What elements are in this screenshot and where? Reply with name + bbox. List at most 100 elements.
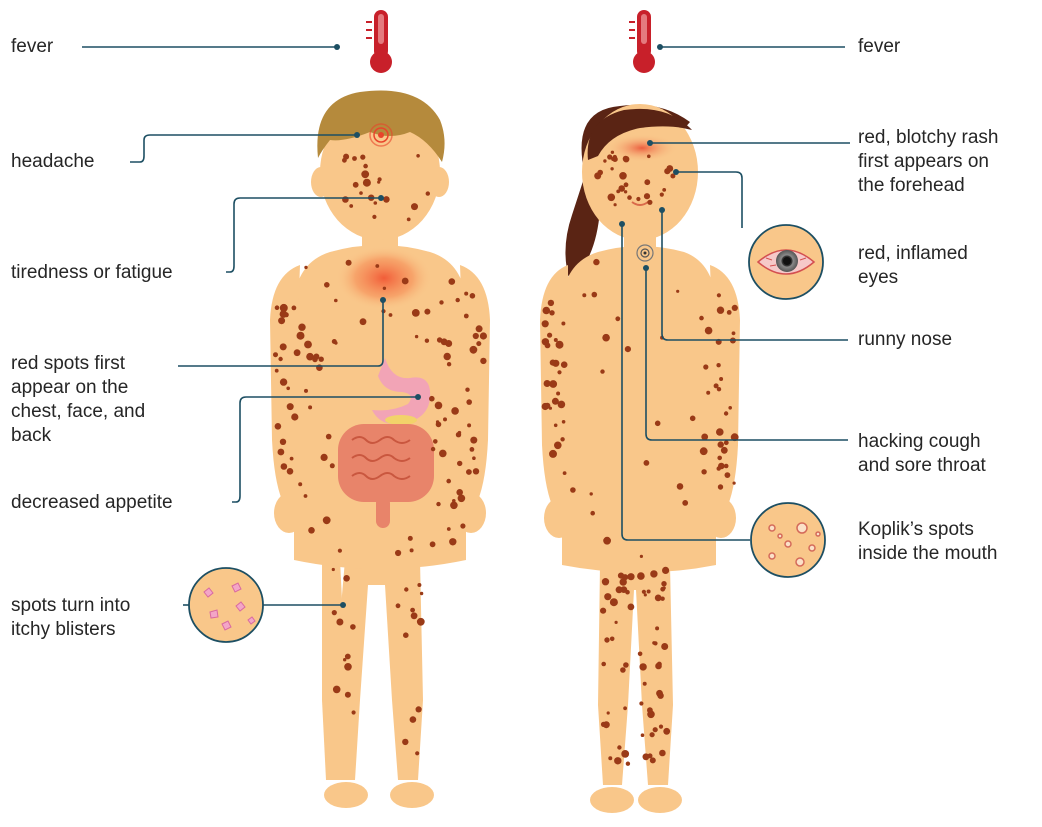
rash-spot — [650, 732, 655, 737]
rash-spot — [724, 440, 729, 445]
rash-spot — [411, 612, 418, 619]
girl-figure — [540, 104, 740, 813]
rash-spot — [549, 450, 557, 458]
rash-spot — [661, 581, 666, 586]
thermometer-icon — [629, 10, 655, 73]
rash-spot — [472, 456, 476, 460]
rash-spot — [412, 309, 420, 317]
rash-spot — [450, 502, 458, 510]
rash-spot — [345, 692, 351, 698]
rash-spot — [383, 287, 386, 290]
rash-spot — [308, 405, 312, 409]
rash-spot — [395, 550, 401, 556]
rash-spot — [460, 523, 465, 528]
label-cough: hacking cough and sore throat — [858, 430, 986, 478]
rash-spot — [718, 441, 724, 447]
rash-spot — [677, 483, 684, 490]
rash-spot — [452, 499, 456, 503]
rash-spot — [425, 339, 429, 343]
rash-spot — [655, 421, 661, 427]
rash-spot — [435, 402, 443, 410]
rash-spot — [727, 310, 732, 315]
rash-spot — [480, 358, 486, 364]
rash-spot — [732, 305, 738, 311]
rash-spot — [287, 468, 294, 475]
rash-spot — [363, 179, 371, 187]
rash-spot — [700, 447, 708, 455]
rash-spot — [278, 317, 285, 324]
rash-spot — [625, 346, 631, 352]
rash-spot — [389, 313, 393, 317]
rash-spot — [313, 354, 319, 360]
rash-spot — [319, 357, 324, 362]
rash-spot — [466, 399, 472, 405]
rash-spot — [470, 447, 475, 452]
rash-spot — [657, 662, 662, 667]
rash-spot — [308, 527, 315, 534]
rash-spot — [321, 454, 328, 461]
rash-spot — [544, 380, 551, 387]
rash-spot — [408, 536, 413, 541]
eye-icon — [749, 225, 823, 299]
rash-spot — [682, 500, 688, 506]
rash-spot — [615, 621, 618, 624]
rash-spot — [607, 711, 610, 714]
rash-spot — [624, 182, 629, 187]
rash-spot — [662, 188, 666, 192]
rash-spot — [457, 461, 462, 466]
rash-spot — [447, 362, 451, 366]
rash-spot — [298, 482, 302, 486]
rash-spot — [411, 203, 418, 210]
rash-spot — [556, 341, 564, 349]
thermometer-icon — [366, 10, 392, 73]
rash-spot — [666, 165, 673, 172]
rash-spot — [659, 750, 666, 757]
rash-spot — [624, 190, 627, 193]
rash-spot — [554, 338, 558, 342]
label-red-spots: red spots first appear on the chest, fac… — [11, 352, 145, 448]
rash-spot — [556, 392, 560, 396]
rash-spot — [415, 335, 418, 338]
rash-spot — [278, 449, 285, 456]
rash-spot — [655, 626, 659, 630]
rash-spot — [640, 555, 643, 558]
rash-spot — [467, 423, 471, 427]
rash-spot — [298, 324, 305, 331]
rash-spot — [617, 745, 621, 749]
rash-spot — [353, 182, 359, 188]
rash-spot — [470, 293, 476, 299]
rash-spot — [623, 706, 627, 710]
rash-spot — [619, 172, 627, 180]
rash-spot — [444, 353, 451, 360]
rash-spot — [343, 658, 346, 661]
rash-spot — [623, 156, 629, 162]
rash-spot — [465, 388, 469, 392]
rash-spot — [647, 200, 652, 205]
rash-spot — [663, 586, 666, 589]
rash-spot — [433, 439, 438, 444]
rash-spot — [703, 364, 708, 369]
rash-spot — [705, 327, 713, 335]
rash-spot — [417, 618, 425, 626]
rash-spot — [717, 387, 721, 391]
rash-spot — [378, 177, 382, 181]
rash-spot — [415, 751, 419, 755]
label-appetite: decreased appetite — [11, 491, 173, 515]
rash-spot — [404, 587, 408, 591]
rash-spot — [724, 464, 729, 469]
rash-spot — [724, 411, 728, 415]
label-nose: runny nose — [858, 328, 952, 352]
rash-spot — [410, 716, 417, 723]
rash-spot — [644, 193, 650, 199]
rash-spot — [718, 484, 723, 489]
rash-spot — [275, 423, 282, 430]
rash-spot — [281, 306, 285, 310]
rash-spot — [663, 728, 670, 735]
rash-spot — [403, 632, 409, 638]
rash-spot — [275, 369, 279, 373]
rash-spot — [280, 439, 286, 445]
girl-body — [540, 104, 740, 813]
rash-spot — [304, 494, 308, 498]
blister-icon — [189, 568, 263, 642]
rash-spot — [622, 574, 628, 580]
